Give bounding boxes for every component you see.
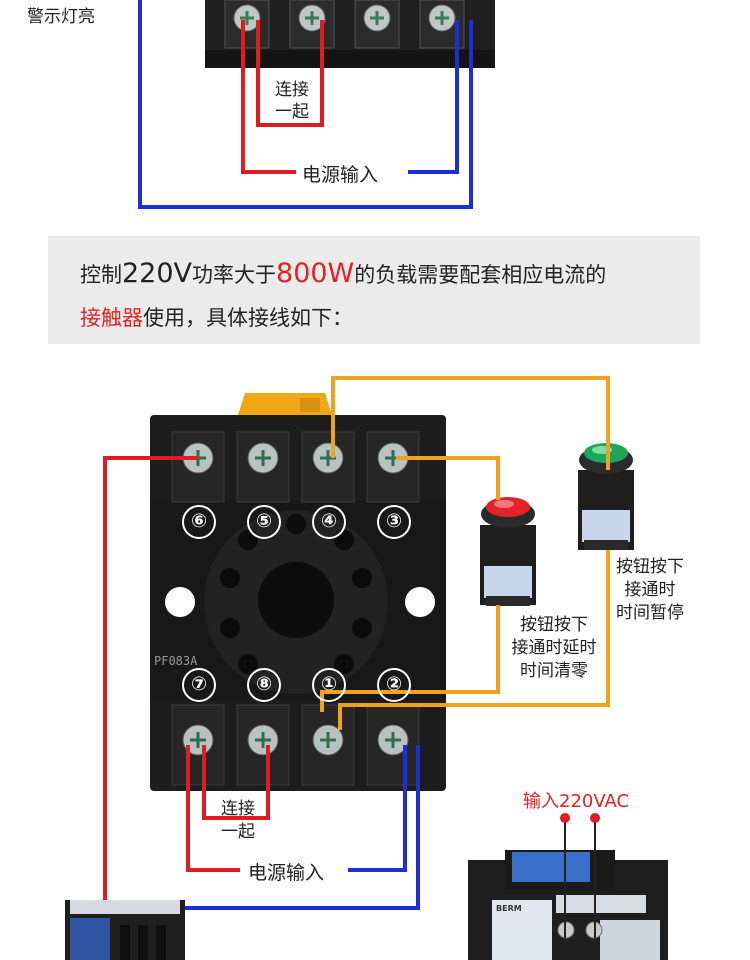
orange-wires	[320, 376, 610, 730]
terminal-number-2: ②	[377, 668, 411, 702]
banner-text-power-over: 功率大于	[192, 263, 277, 287]
green-button-caption-line1: 按钮按下	[616, 557, 684, 577]
red-button-caption-line3: 时间清零	[520, 661, 588, 681]
top-wires	[138, 0, 473, 209]
terminal-number-8: ⑧	[247, 668, 281, 702]
top-connect-label-line1: 连接	[275, 80, 309, 100]
input-220vac-label: 输入220VAC	[523, 791, 630, 812]
vac-input-leads	[560, 813, 600, 938]
timer-device-fragment	[65, 900, 185, 960]
bottom-connect-label-line2: 一起	[221, 822, 255, 842]
terminal-number-3: ③	[377, 505, 411, 539]
contactor-brand-text: BERM	[496, 904, 522, 913]
banner-line-1: 控制220V功率大于800W的负载需要配套相应电流的	[80, 258, 606, 289]
bottom-power-input-label: 电源输入	[242, 858, 331, 885]
relay-model-text: PF083A	[154, 654, 198, 668]
contactor	[468, 850, 668, 960]
terminal-number-6: ⑥	[182, 505, 216, 539]
top-connect-label-line2: 一起	[275, 102, 309, 122]
terminal-number-5: ⑤	[247, 505, 281, 539]
banner-voltage: 220V	[122, 258, 193, 289]
contactor-notice-banner: 控制220V功率大于800W的负载需要配套相应电流的 接触器使用，具体接线如下：	[48, 236, 700, 344]
banner-text-control: 控制	[80, 263, 122, 287]
banner-text-load: 的负载需要配套相应电流的	[354, 263, 607, 287]
green-button-caption-line3: 时间暂停	[616, 603, 684, 623]
warning-light-label: 警示灯亮	[27, 7, 95, 27]
banner-power-value: 800W	[276, 258, 355, 289]
banner-contactor-word: 接触器	[80, 306, 143, 330]
terminal-number-4: ④	[312, 505, 346, 539]
top-power-input-label: 电源输入	[296, 160, 385, 187]
red-button-caption-line1: 按钮按下	[520, 615, 588, 635]
terminal-number-1: ①	[312, 668, 346, 702]
red-button-caption-line2: 接通时延时	[511, 638, 597, 658]
banner-line-2: 接触器使用，具体接线如下：	[80, 302, 353, 332]
red-push-button	[480, 497, 536, 606]
terminal-number-7: ⑦	[182, 668, 216, 702]
banner-text-wiring: 使用，具体接线如下：	[143, 306, 353, 330]
green-button-caption-line2: 接通时	[624, 580, 676, 600]
top-relay-base	[205, 0, 495, 68]
main-wires	[103, 456, 420, 960]
bottom-connect-label-line1: 连接	[221, 799, 255, 819]
relay-socket	[150, 393, 446, 791]
